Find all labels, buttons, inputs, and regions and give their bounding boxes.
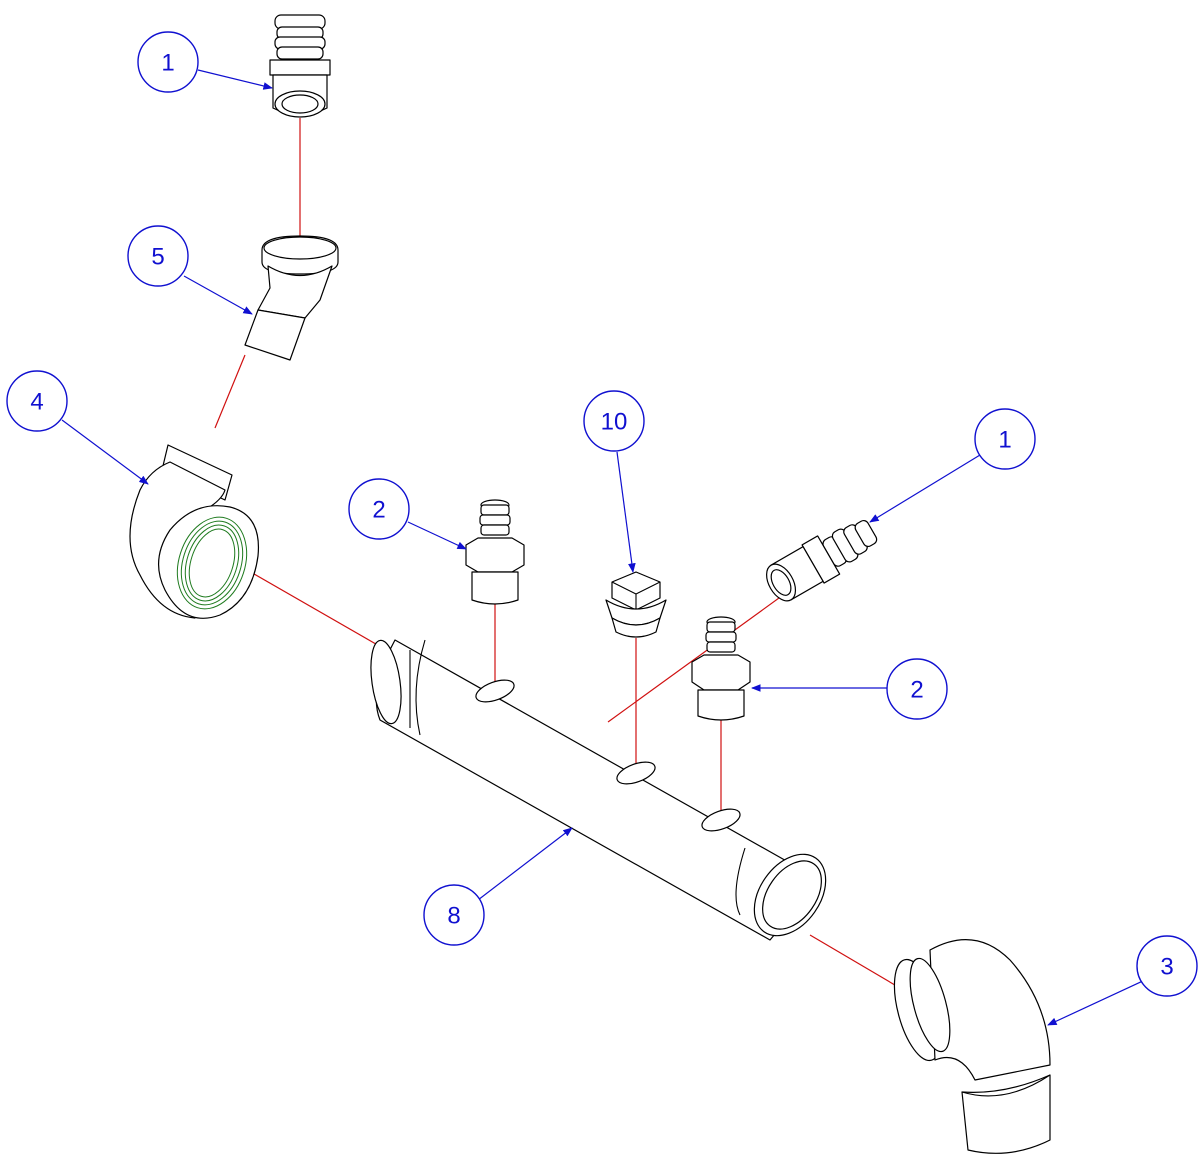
callout-label: 3 — [1160, 954, 1173, 981]
callout-label: 1 — [161, 50, 174, 77]
callout-balloon-2-left: 2 — [348, 478, 410, 540]
callout-balloon-3: 3 — [1136, 935, 1198, 997]
callout-balloon-5: 5 — [127, 225, 189, 287]
callout-leader-5 — [183, 275, 253, 315]
part-10-square-plug — [605, 571, 667, 638]
part-2-right-hose-barb — [691, 616, 751, 721]
callout-label: 8 — [447, 903, 460, 930]
callout-label: 1 — [998, 427, 1011, 454]
part-1-top-hose-barb — [269, 14, 331, 118]
part-2-left-hose-barb — [465, 499, 525, 605]
callout-leader-3 — [1047, 979, 1146, 1026]
part-8-manifold-pipe — [370, 639, 827, 941]
callout-label: 10 — [601, 409, 628, 436]
callout-leader-1-top — [197, 69, 273, 90]
callout-leader-4 — [61, 419, 149, 485]
leader-5-to-4 — [214, 354, 246, 429]
callout-balloon-1-top: 1 — [137, 31, 199, 93]
callout-balloon-8: 8 — [423, 884, 485, 946]
callout-balloon-10: 10 — [583, 390, 645, 452]
callout-balloon-2-right: 2 — [886, 658, 948, 720]
part-4-threaded-elbow — [129, 444, 260, 619]
callout-label: 2 — [372, 497, 385, 524]
part-3-elbow-90 — [893, 939, 1051, 1154]
callout-leaders — [61, 69, 1146, 1026]
leader-8-to-3 — [809, 934, 901, 989]
callout-label: 4 — [30, 389, 43, 416]
callout-label: 2 — [910, 677, 923, 704]
leader-1right-to-8 — [607, 589, 791, 723]
callout-leader-10 — [616, 451, 636, 573]
callout-balloon-4: 4 — [6, 370, 68, 432]
part-5-elbow-45 — [244, 235, 339, 361]
callout-leader-2-left — [407, 521, 467, 550]
callout-leader-8 — [477, 827, 573, 901]
callout-balloon-1-right: 1 — [974, 408, 1036, 470]
callout-label: 5 — [151, 244, 164, 271]
callout-leader-1-right — [869, 454, 981, 523]
part-1-right-hose-barb — [766, 519, 878, 602]
